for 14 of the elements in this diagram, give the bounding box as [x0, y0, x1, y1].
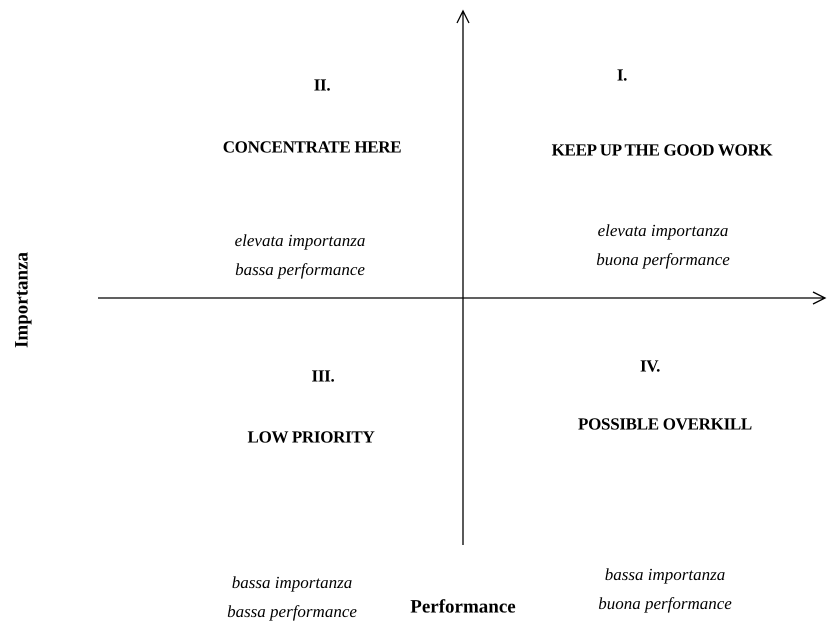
quadrant-number: II.: [312, 74, 332, 96]
quadrant-title: CONCENTRATE HERE: [222, 136, 402, 158]
quadrant-description: elevata importanza bassa performance: [234, 230, 366, 281]
quadrant-description: elevata importanza buona performance: [595, 220, 731, 271]
quadrant-title: POSSIBLE OVERKILL: [577, 414, 753, 436]
quadrant-number: III.: [310, 366, 336, 388]
quadrant-title: LOW PRIORITY: [246, 426, 376, 448]
quadrant-description: bassa importanza buona performance: [597, 564, 733, 615]
axis-title: Importanza: [10, 250, 34, 350]
quadrant-number: I.: [616, 64, 628, 86]
quadrant-description: bassa importanza bassa performance: [226, 572, 358, 623]
quadrant-title: KEEP UP THE GOOD WORK: [550, 140, 774, 162]
axis-title: Performance: [409, 596, 517, 620]
quadrant-number: IV.: [638, 356, 662, 378]
